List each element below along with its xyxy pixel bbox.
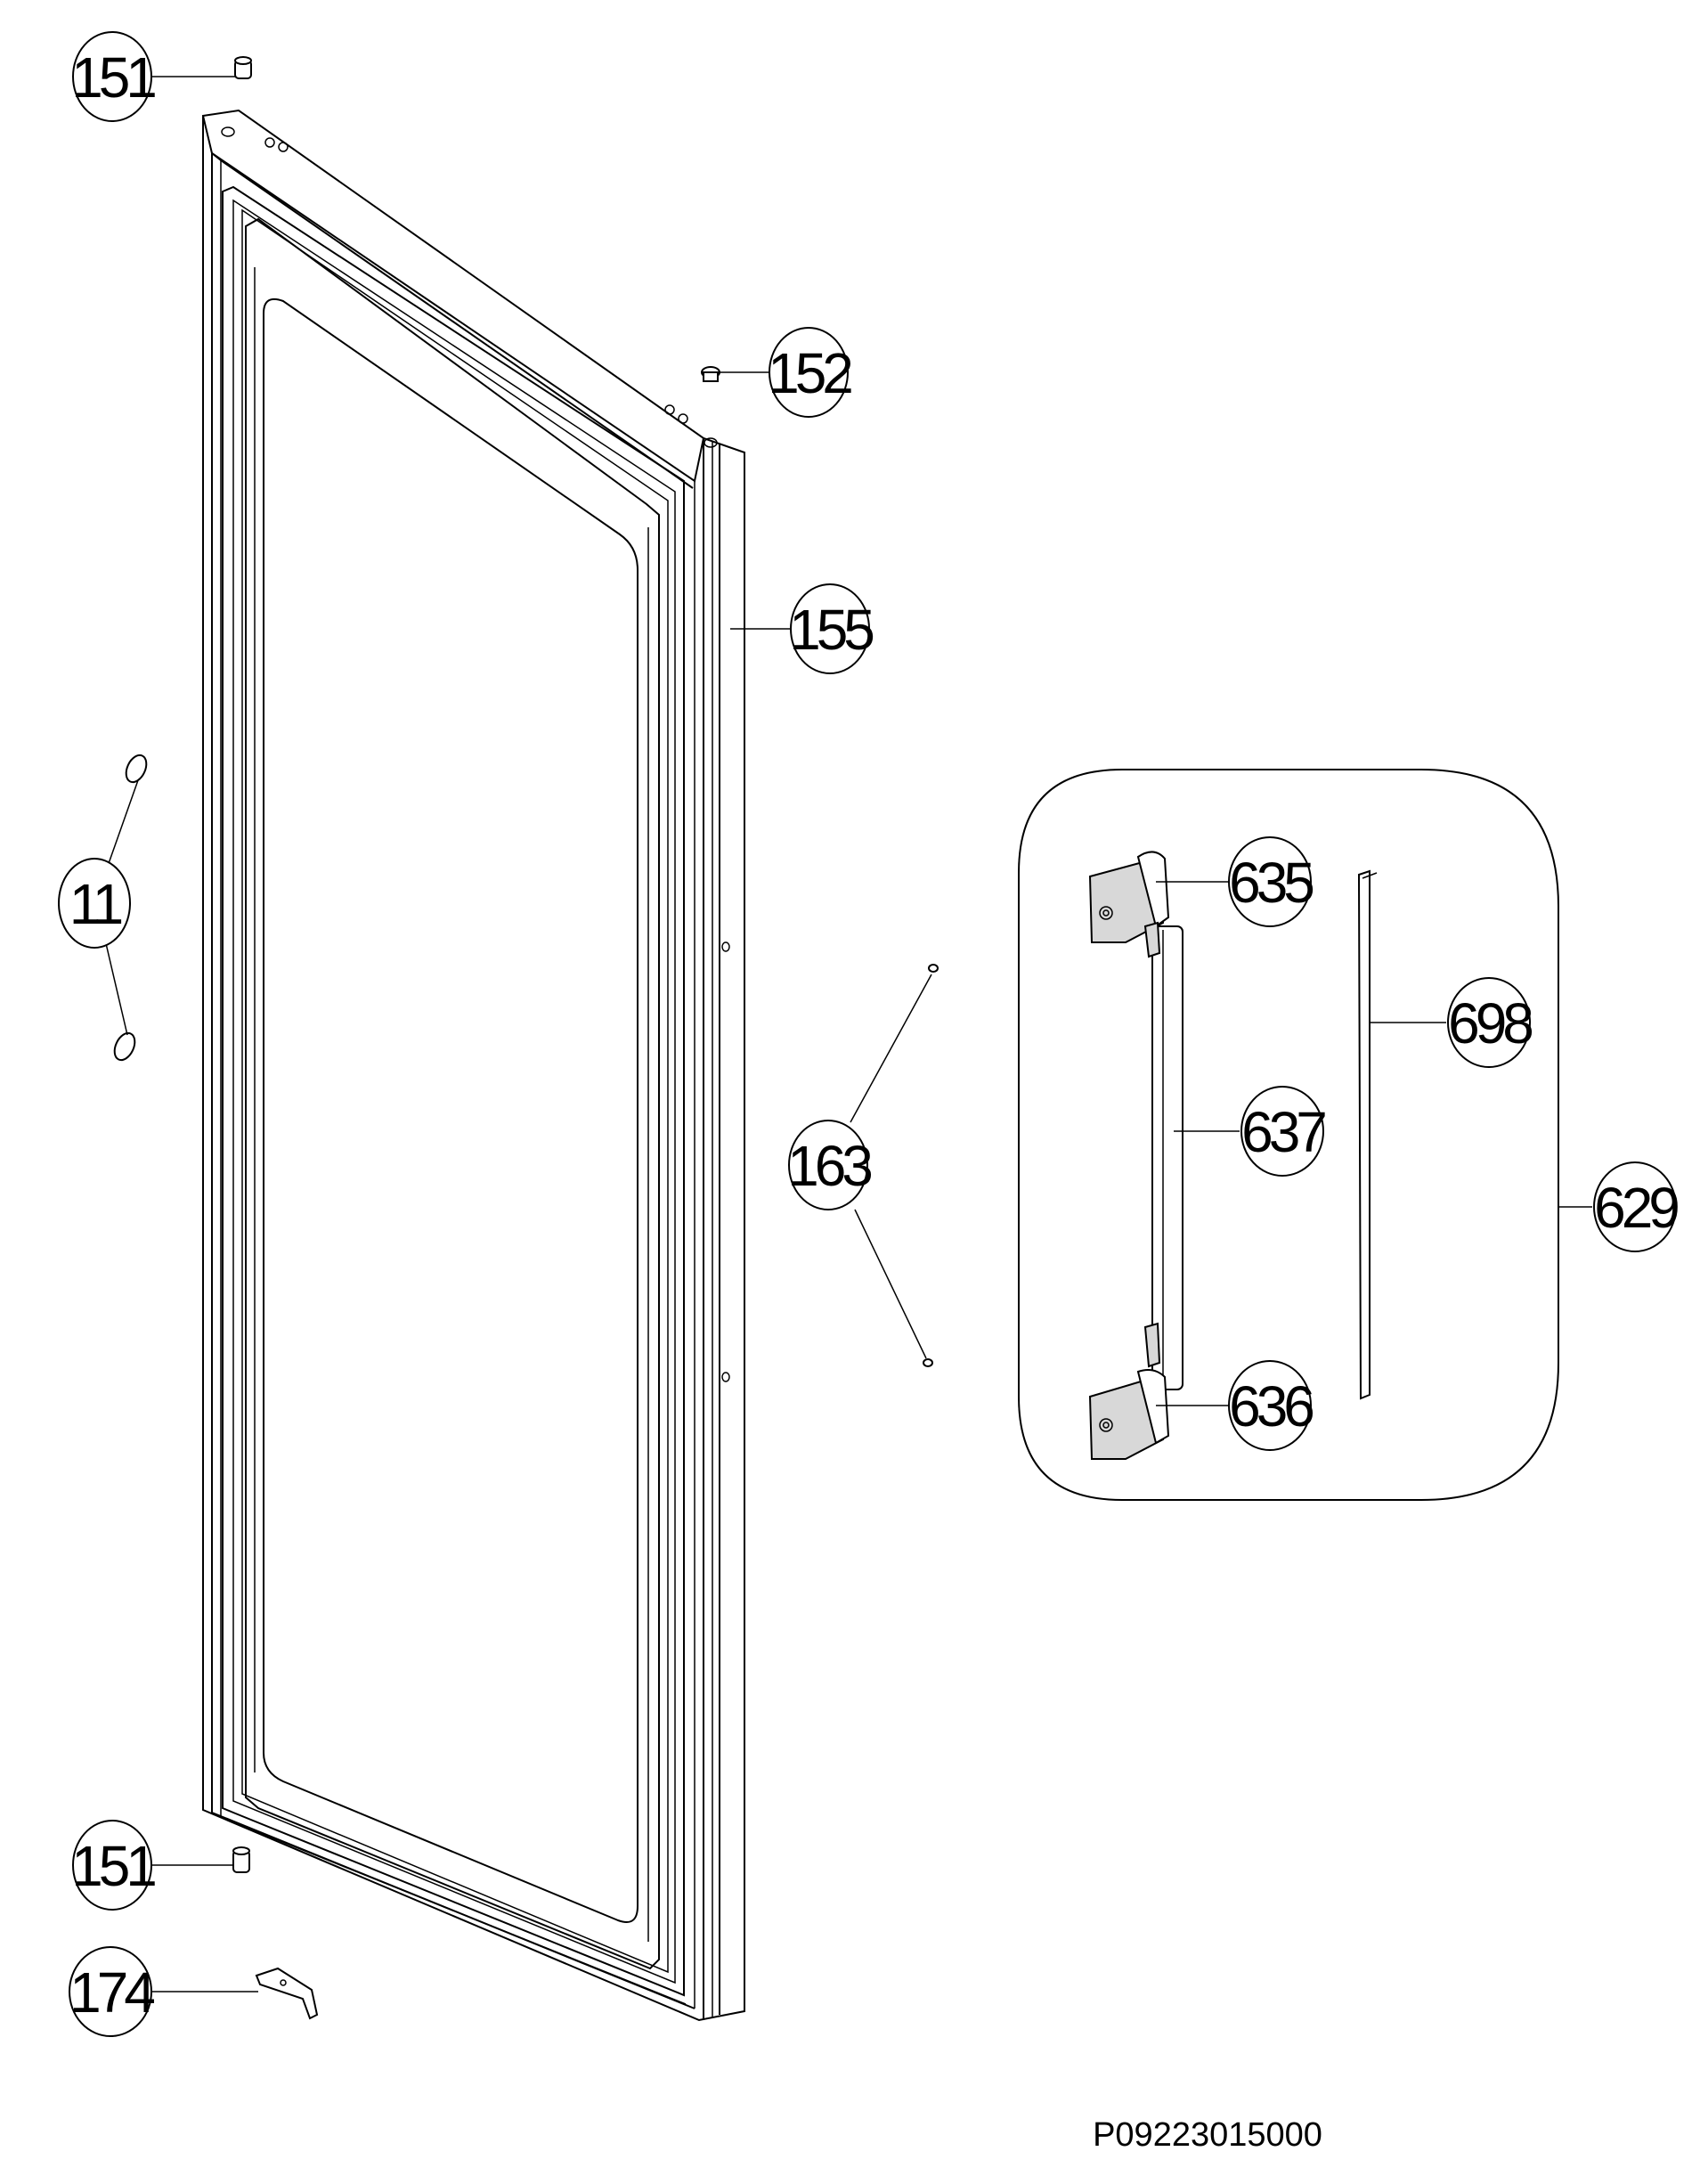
callout-629: 629 [1593,1161,1682,1252]
callout-11-label: 11 [69,872,122,936]
handle-bar-637 [1143,921,1183,1390]
screw-163-bottom [923,1358,933,1367]
callout-163-label: 163 [787,1134,871,1198]
callout-151-top: 151 [71,31,159,122]
callout-636-label: 636 [1229,1374,1313,1438]
bushing-152 [701,366,720,382]
callout-635-label: 635 [1229,851,1313,915]
callout-637: 637 [1240,1086,1330,1177]
hinge-cap-636 [1088,1369,1170,1460]
callout-163: 163 [787,1120,875,1210]
hinge-cap-635 [1088,851,1170,943]
callout-637-label: 637 [1241,1100,1325,1164]
callout-151-bottom: 151 [71,1820,159,1911]
callout-698-label: 698 [1448,991,1532,1055]
callout-698: 698 [1447,977,1536,1068]
callout-151-bottom-label: 151 [71,1834,155,1898]
callout-155-label: 155 [789,598,873,662]
leader-lines [104,76,1592,1992]
pin-151-top [234,56,252,79]
handle-kit-boundary [1018,769,1559,1501]
callout-174-label: 174 [69,1960,154,2025]
callout-636: 636 [1228,1360,1317,1451]
callout-629-label: 629 [1594,1176,1678,1240]
callout-152-label: 152 [768,341,851,405]
callout-155: 155 [789,583,877,674]
plug-11-bottom [113,1031,136,1062]
callout-635: 635 [1228,836,1317,927]
door-panel [202,109,745,2022]
pin-151-bottom [232,1846,250,1873]
drawing-code: P09223015000 [1093,2116,1322,2154]
callout-11: 11 [58,858,131,949]
trim-strip-698 [1357,869,1378,1400]
plug-11-top [125,754,148,784]
callout-152: 152 [768,327,856,418]
callout-151-top-label: 151 [71,45,155,110]
callout-174: 174 [69,1946,159,2037]
bracket-174 [255,1967,319,2020]
screw-163-top [928,964,939,973]
